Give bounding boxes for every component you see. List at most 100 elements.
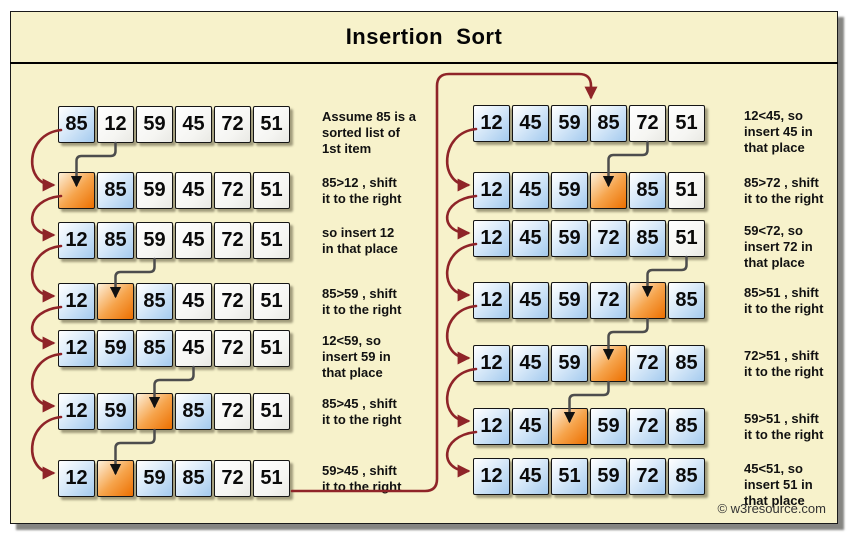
array-cell: 59 (551, 172, 588, 209)
empty-slot-cell (551, 408, 588, 445)
empty-slot-cell (136, 393, 173, 430)
array-cell: 85 (668, 282, 705, 319)
array-cell: 72 (214, 106, 251, 143)
step-note: 85>45 , shift it to the right (322, 396, 402, 427)
step-note: Assume 85 is a sorted list of 1st item (322, 109, 416, 156)
array-cell: 12 (58, 283, 95, 320)
array-cell: 51 (668, 220, 705, 257)
step-note: 59>45 , shift it to the right (322, 463, 402, 494)
empty-slot-cell (629, 282, 666, 319)
array-cell: 72 (214, 393, 251, 430)
step-note: 59>51 , shift it to the right (744, 411, 824, 442)
array-cell: 12 (473, 345, 510, 382)
array-cell: 59 (551, 282, 588, 319)
array-cell: 51 (668, 172, 705, 209)
step-note: 85>51 , shift it to the right (744, 285, 824, 316)
array-cell: 51 (253, 393, 290, 430)
diagram-panel (10, 11, 838, 524)
array-cell: 85 (590, 105, 627, 142)
array-cell: 12 (58, 222, 95, 259)
array-cell: 12 (58, 393, 95, 430)
step-note: 12<45, so insert 45 in that place (744, 108, 813, 155)
array-cell: 45 (175, 283, 212, 320)
step-note: 72>51 , shift it to the right (744, 348, 824, 379)
array-cell: 59 (590, 408, 627, 445)
array-cell: 45 (175, 222, 212, 259)
array-cell: 72 (214, 172, 251, 209)
array-cell: 12 (58, 460, 95, 497)
array-cell: 45 (512, 105, 549, 142)
step-note: 85>59 , shift it to the right (322, 286, 402, 317)
array-cell: 72 (214, 283, 251, 320)
array-cell: 72 (590, 220, 627, 257)
array-cell: 12 (473, 172, 510, 209)
array-cell: 51 (253, 106, 290, 143)
step-note: 45<51, so insert 51 in that place (744, 461, 813, 508)
array-cell: 51 (668, 105, 705, 142)
array-cell: 45 (512, 408, 549, 445)
array-cell: 85 (629, 220, 666, 257)
step-note: 59<72, so insert 72 in that place (744, 223, 813, 270)
array-cell: 51 (253, 172, 290, 209)
step-note: 85>72 , shift it to the right (744, 175, 824, 206)
array-cell: 51 (253, 283, 290, 320)
array-cell: 72 (629, 105, 666, 142)
array-cell: 72 (590, 282, 627, 319)
array-cell: 85 (136, 283, 173, 320)
watermark: © w3resource.com (717, 501, 826, 516)
page-title: Insertion Sort (345, 23, 503, 49)
array-cell: 59 (136, 106, 173, 143)
array-cell: 85 (97, 172, 134, 209)
step-note: so insert 12 in that place (322, 225, 398, 256)
array-cell: 12 (473, 458, 510, 495)
title-bar: Insertion Sort (10, 11, 838, 64)
array-cell: 85 (136, 330, 173, 367)
array-cell: 45 (175, 172, 212, 209)
array-cell: 59 (97, 330, 134, 367)
array-cell: 51 (253, 330, 290, 367)
array-cell: 45 (175, 106, 212, 143)
array-cell: 59 (136, 460, 173, 497)
array-cell: 45 (512, 345, 549, 382)
array-cell: 85 (629, 172, 666, 209)
empty-slot-cell (97, 283, 134, 320)
array-cell: 12 (97, 106, 134, 143)
array-cell: 12 (473, 282, 510, 319)
array-cell: 72 (629, 408, 666, 445)
array-cell: 59 (551, 105, 588, 142)
array-cell: 85 (668, 458, 705, 495)
array-cell: 45 (512, 282, 549, 319)
array-cell: 12 (58, 330, 95, 367)
array-cell: 85 (175, 460, 212, 497)
array-cell: 51 (253, 222, 290, 259)
array-cell: 72 (214, 330, 251, 367)
step-note: 12<59, so insert 59 in that place (322, 333, 391, 380)
array-cell: 12 (473, 220, 510, 257)
array-cell: 72 (629, 458, 666, 495)
empty-slot-cell (58, 172, 95, 209)
array-cell: 72 (214, 222, 251, 259)
array-cell: 72 (214, 460, 251, 497)
array-cell: 59 (551, 345, 588, 382)
empty-slot-cell (590, 172, 627, 209)
array-cell: 59 (136, 172, 173, 209)
array-cell: 12 (473, 105, 510, 142)
array-cell: 85 (668, 345, 705, 382)
array-cell: 59 (97, 393, 134, 430)
array-cell: 72 (629, 345, 666, 382)
